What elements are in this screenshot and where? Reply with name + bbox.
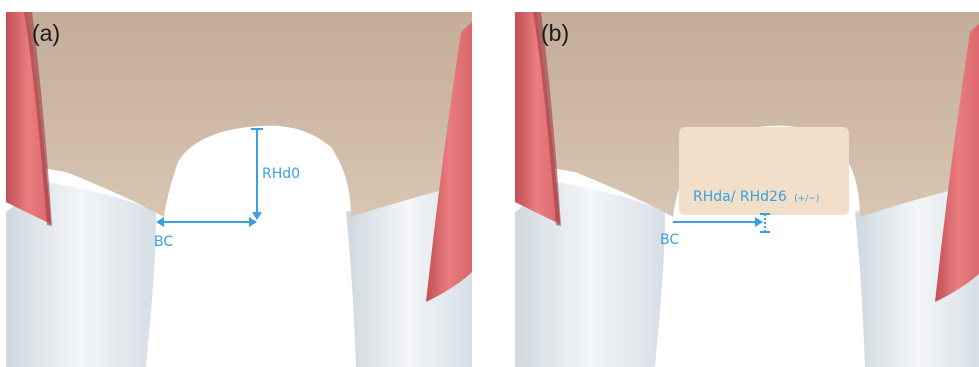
bc-label-a: BC (154, 234, 173, 250)
panel-b: RHda/ RHd26 (+/−) BC (b) (515, 12, 979, 367)
panel-a-label: (a) (32, 20, 60, 47)
rhda-rhd26-suffix: (+/−) (794, 194, 819, 204)
panel-a: RHd0 BC (a) (6, 12, 472, 367)
panel-a-illustration: RHd0 BC (6, 12, 472, 367)
bc-label-b: BC (660, 232, 679, 248)
rhda-rhd26-main: RHda/ RHd26 (693, 189, 787, 205)
panel-b-label: (b) (541, 20, 569, 47)
rhd0-label: RHd0 (262, 166, 300, 182)
panel-b-illustration: RHda/ RHd26 (+/−) BC (515, 12, 979, 367)
